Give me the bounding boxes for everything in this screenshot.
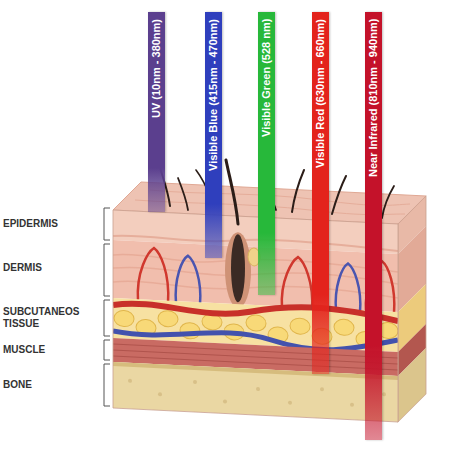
beam-label: Visible Green (528 nm) xyxy=(260,19,273,137)
block-side xyxy=(398,196,426,422)
artery xyxy=(113,298,398,323)
follicle-sheath xyxy=(225,231,251,308)
illustration-part xyxy=(104,340,110,360)
illustration-part xyxy=(114,310,134,327)
illustration-part xyxy=(226,160,238,224)
light-beam: UV (10nm - 380nm) xyxy=(148,12,165,212)
hairs xyxy=(158,160,394,224)
beam-label: Near Infrared (810nm - 940nm) xyxy=(367,19,380,177)
illustration-part xyxy=(104,208,110,240)
beam-label: Visible Red (630nm - 660nm) xyxy=(314,19,327,168)
capillary xyxy=(282,256,312,309)
illustration-part xyxy=(288,401,292,405)
block-front xyxy=(113,210,398,422)
illustration-part xyxy=(320,387,324,391)
illustration-part xyxy=(382,186,394,218)
illustration-part xyxy=(332,176,346,214)
light-beam: Visible Green (528 nm) xyxy=(258,12,275,295)
vein xyxy=(336,263,361,312)
front-outline xyxy=(113,210,398,422)
beam-label: UV (10nm - 380nm) xyxy=(150,19,163,118)
illustration-part xyxy=(223,399,227,403)
hair-follicle xyxy=(231,234,245,303)
illustration-part xyxy=(158,392,162,396)
bone-side xyxy=(398,348,426,422)
bone-texture xyxy=(128,377,386,412)
illustration-part xyxy=(178,178,188,210)
illustration-part xyxy=(292,170,304,212)
layer-brackets xyxy=(104,208,110,406)
illustration-part xyxy=(246,315,266,332)
illustration-part xyxy=(104,364,110,406)
layer-label: MUSCLE xyxy=(3,344,99,356)
vein xyxy=(176,255,201,304)
illustration-part xyxy=(180,322,200,339)
illustration-part xyxy=(104,300,110,336)
illustration-part xyxy=(128,379,132,383)
capillary xyxy=(138,247,168,302)
light-beam: Visible Blue (415nm - 470nm) xyxy=(205,12,222,258)
layer-label: BONE xyxy=(3,379,99,391)
bone-layer xyxy=(113,362,398,422)
side-outline xyxy=(398,196,426,422)
layer-label: EPIDERMIS xyxy=(3,218,99,230)
illustration-part xyxy=(104,244,110,296)
beam-label: Visible Blue (415nm - 470nm) xyxy=(207,19,220,171)
illustration-part xyxy=(290,318,310,335)
illustration-part xyxy=(158,310,178,327)
layer-label: DERMIS xyxy=(3,262,99,274)
illustration-part xyxy=(193,380,197,384)
light-beam: Near Infrared (810nm - 940nm) xyxy=(365,12,382,440)
dermis-fiber xyxy=(113,278,398,298)
illustration-part xyxy=(256,387,260,391)
illustration-part xyxy=(334,319,354,336)
light-beam: Visible Red (630nm - 660nm) xyxy=(312,12,329,374)
illustration-part xyxy=(382,392,386,396)
layers xyxy=(113,210,398,422)
bone-cortex xyxy=(113,364,398,378)
illustration-part xyxy=(350,403,354,407)
layer-label: SUBCUTANEOS TISSUE xyxy=(3,306,99,330)
